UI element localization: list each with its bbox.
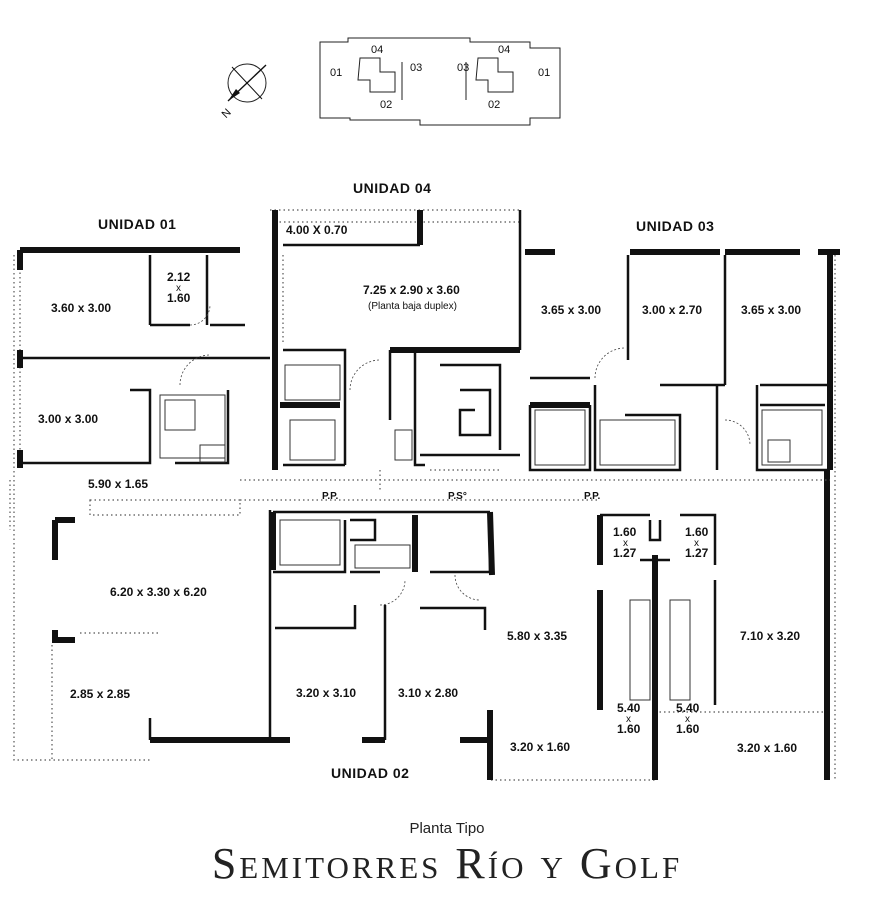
room-label: 3.20 x 1.60 bbox=[510, 740, 570, 754]
unit-02-walls bbox=[268, 510, 717, 780]
room-label: 1.60 bbox=[676, 722, 700, 736]
room-label: 3.00 x 2.70 bbox=[642, 303, 702, 317]
room-label: 6.20 x 3.30 x 6.20 bbox=[110, 585, 207, 599]
room-label: x bbox=[623, 538, 628, 549]
room-label: 5.80 x 3.35 bbox=[507, 629, 567, 643]
key-label-01-right: 01 bbox=[538, 67, 550, 79]
room-label: 3.00 x 3.00 bbox=[38, 412, 98, 426]
room-label: 3.10 x 2.80 bbox=[398, 686, 458, 700]
room-label: 3.60 x 3.00 bbox=[51, 301, 111, 315]
room-label: 2.12 bbox=[167, 270, 191, 284]
key-label-04-left: 04 bbox=[371, 44, 383, 56]
room-label: 3.65 x 3.00 bbox=[541, 303, 601, 317]
plan-title: Semitorres Río y Golf bbox=[211, 839, 683, 888]
plan-subtitle: Planta Tipo bbox=[409, 820, 485, 837]
hall-label-pp-right: P.P. bbox=[584, 491, 601, 502]
room-label: 1.60 bbox=[617, 722, 641, 736]
unit-03-label: UNIDAD 03 bbox=[636, 218, 714, 234]
key-label-04-right: 04 bbox=[498, 44, 510, 56]
facade-dotted bbox=[9, 209, 836, 781]
unit-01-walls bbox=[17, 247, 290, 743]
compass-icon: N bbox=[220, 63, 267, 121]
room-label: 5.40 bbox=[676, 701, 700, 715]
key-label-01-left: 01 bbox=[330, 67, 342, 79]
room-note: (Planta baja duplex) bbox=[368, 301, 457, 312]
room-label: x bbox=[694, 538, 699, 549]
key-label-02-right: 02 bbox=[488, 99, 500, 111]
room-label: 2.85 x 2.85 bbox=[70, 687, 130, 701]
room-label: 5.90 x 1.65 bbox=[88, 477, 148, 491]
room-label: 5.40 bbox=[617, 701, 641, 715]
hall-label-ps: P.S° bbox=[448, 491, 467, 502]
room-label: 1.60 bbox=[613, 525, 637, 539]
unit-04-walls bbox=[272, 210, 522, 470]
room-label: x bbox=[685, 714, 690, 725]
key-label-03-left: 03 bbox=[410, 62, 422, 74]
room-label: 7.25 x 2.90 x 3.60 bbox=[363, 283, 460, 297]
room-label: 1.27 bbox=[685, 546, 709, 560]
hall-label-pp-left: P.P. bbox=[322, 491, 339, 502]
unit-02-label: UNIDAD 02 bbox=[331, 765, 409, 781]
core-dots bbox=[240, 469, 830, 501]
key-label-02-left: 02 bbox=[380, 99, 392, 111]
room-label: x bbox=[176, 283, 181, 294]
room-label: 4.00 X 0.70 bbox=[286, 223, 348, 237]
room-label: x bbox=[626, 714, 631, 725]
key-label-03-right: 03 bbox=[457, 62, 469, 74]
key-plan: 04 01 03 02 04 03 01 02 bbox=[319, 37, 561, 126]
room-label: 1.27 bbox=[613, 546, 637, 560]
room-label: 3.20 x 1.60 bbox=[737, 741, 797, 755]
room-label: 1.60 bbox=[685, 525, 709, 539]
room-label: 3.20 x 3.10 bbox=[296, 686, 356, 700]
room-label: 7.10 x 3.20 bbox=[740, 629, 800, 643]
room-label: 3.65 x 3.00 bbox=[741, 303, 801, 317]
room-label: 1.60 bbox=[167, 291, 191, 305]
unit-04-label: UNIDAD 04 bbox=[353, 180, 431, 196]
unit-01-label: UNIDAD 01 bbox=[98, 216, 176, 232]
compass-north-letter: N bbox=[220, 107, 234, 121]
unit-03-walls bbox=[525, 249, 840, 780]
